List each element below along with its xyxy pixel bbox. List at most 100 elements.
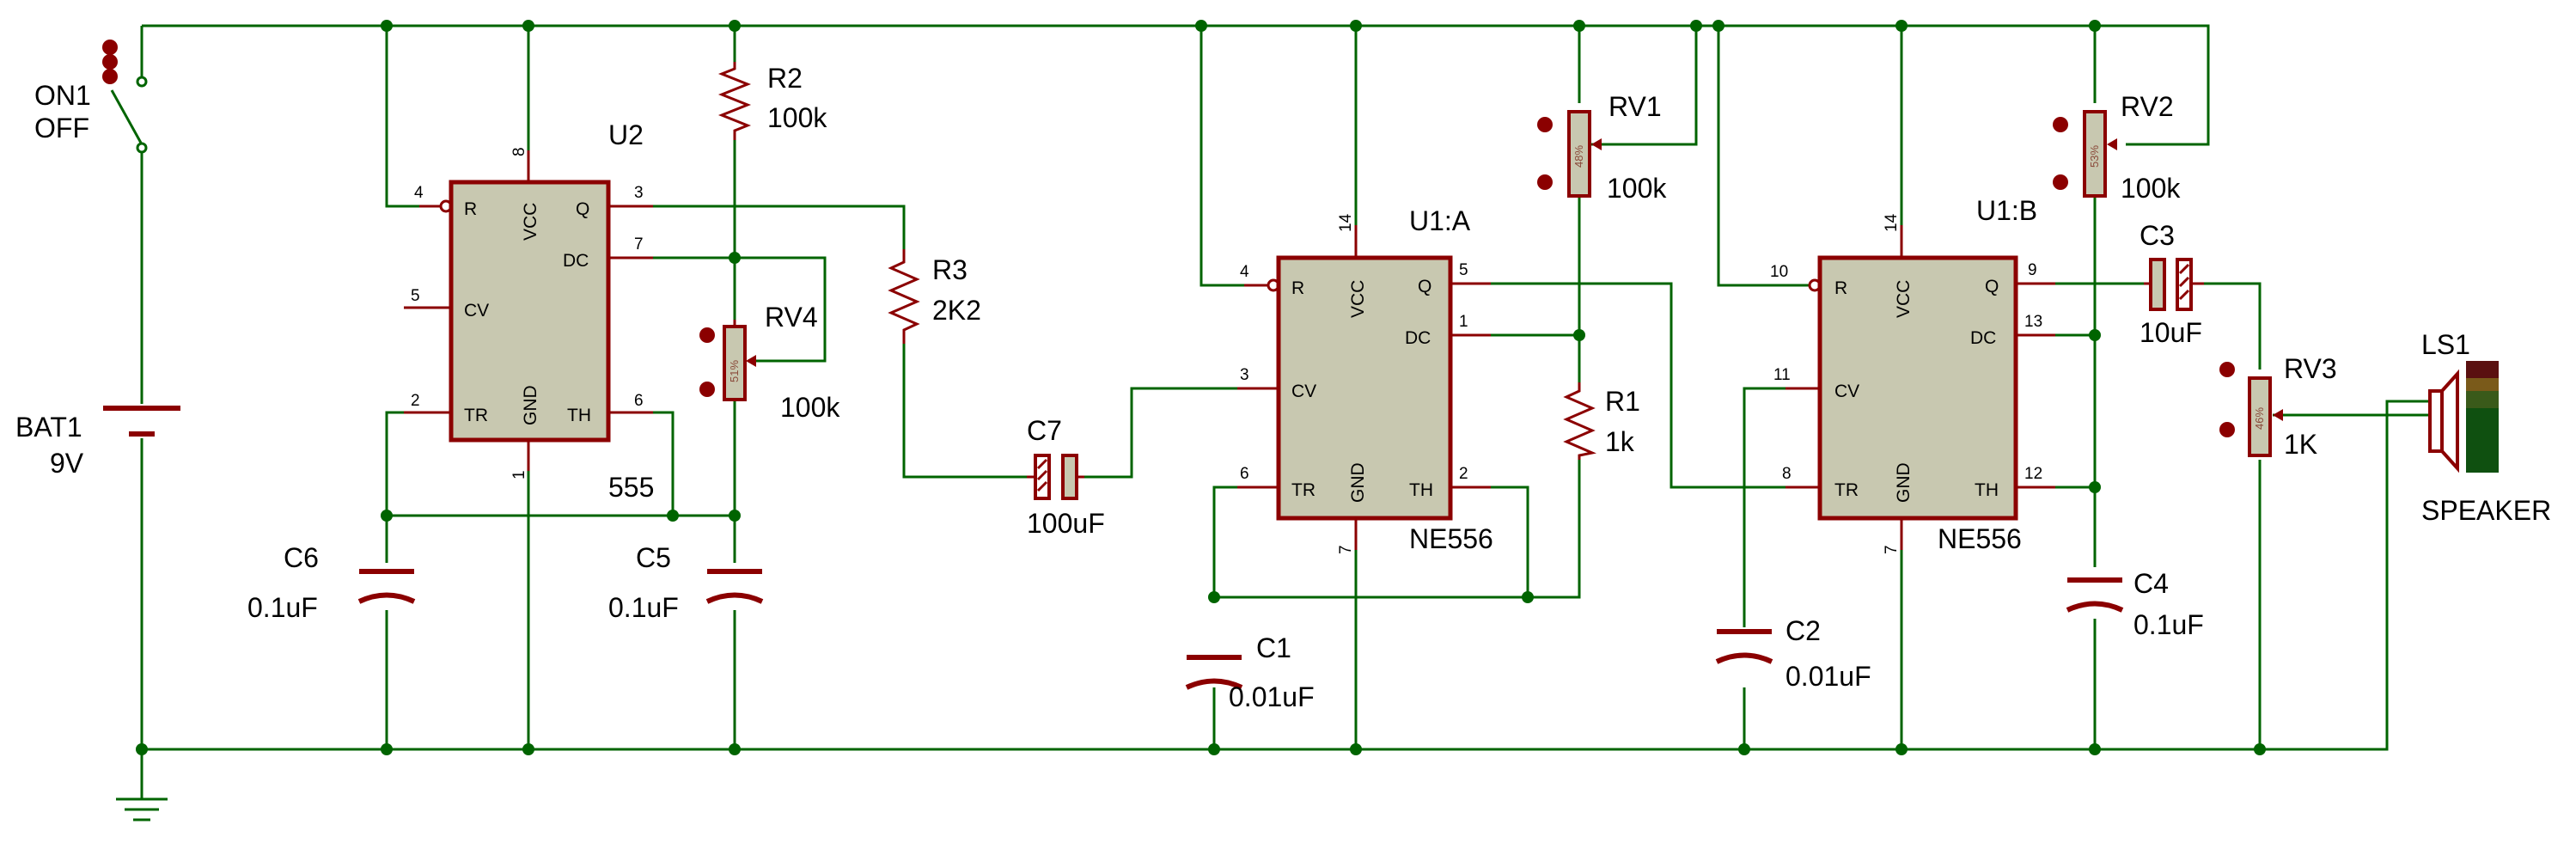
c1-name-label: C1 [1256, 632, 1291, 663]
svg-text:7: 7 [1337, 545, 1355, 554]
u1b-cv-wire [1743, 387, 1820, 627]
c2-name-label: C2 [1785, 615, 1821, 646]
svg-text:4: 4 [1240, 263, 1249, 281]
c7-value-label: 100uF [1027, 508, 1105, 539]
u1a-part-label: NE556 [1409, 523, 1493, 554]
capacitor-c6: C6 0.1uF [247, 542, 416, 623]
battery-value-label: 9V [50, 448, 84, 479]
resistor-r1: R1 1k [1563, 382, 1640, 460]
potentiometer-rv2: 53% RV2 100k [2053, 91, 2181, 204]
svg-text:Q: Q [1418, 277, 1431, 296]
svg-text:GND: GND [1348, 462, 1368, 503]
svg-text:4: 4 [414, 184, 424, 202]
capacitor-c4: C4 0.1uF [2066, 568, 2204, 640]
u2-pin-cv-label: CV [464, 301, 489, 321]
svg-text:2: 2 [411, 392, 420, 410]
c1-value-label: 0.01uF [1229, 681, 1315, 712]
rv4-value-label: 100k [780, 392, 840, 423]
svg-text:R: R [1291, 278, 1304, 298]
u1b-reset-wire [1717, 26, 1811, 287]
r1-name-label: R1 [1605, 386, 1640, 417]
svg-text:6: 6 [634, 392, 644, 410]
c3-name-label: C3 [2140, 220, 2175, 251]
svg-text:1: 1 [510, 470, 528, 479]
svg-text:9: 9 [2028, 261, 2037, 279]
c2-value-label: 0.01uF [1785, 661, 1871, 692]
u1a-name-label: U1:A [1409, 205, 1471, 236]
c4-value-label: 0.1uF [2133, 609, 2204, 640]
svg-text:14: 14 [1337, 213, 1355, 232]
svg-text:TR: TR [1291, 480, 1315, 500]
u2-reset-wire [385, 26, 419, 208]
u2-name-label: U2 [608, 119, 644, 150]
ground-symbol [116, 797, 168, 822]
rv2-value-label: 100k [2121, 173, 2181, 204]
rv3-value-label: 1K [2284, 429, 2317, 460]
rv1-value-label: 100k [1607, 173, 1667, 204]
u2-pin-q-label: Q [576, 199, 589, 219]
switch-name-label: ON1 [34, 80, 91, 111]
svg-text:5: 5 [1459, 261, 1468, 279]
svg-text:48%: 48% [1572, 145, 1585, 168]
capacitor-c7: C7 100uF [1027, 415, 1105, 539]
rv3-name-label: RV3 [2284, 353, 2337, 384]
u1a-tr-wire [1212, 486, 1279, 597]
r2-value-label: 100k [767, 102, 827, 133]
u2-tr-wire [385, 411, 451, 563]
capacitor-c5: C5 0.1uF [608, 542, 764, 623]
svg-text:14: 14 [1883, 213, 1901, 232]
c5-value-label: 0.1uF [608, 592, 679, 623]
r3-name-label: R3 [932, 254, 968, 285]
capacitor-c1: C1 0.01uF [1185, 632, 1315, 712]
battery-name-label: BAT1 [15, 412, 82, 443]
rv1-name-label: RV1 [1608, 91, 1662, 122]
u2-part-label: 555 [608, 472, 654, 503]
svg-text:TH: TH [1409, 480, 1433, 500]
ls1-name-label: LS1 [2421, 329, 2470, 360]
resistor-r2: R2 100k [717, 62, 827, 140]
svg-text:DC: DC [1405, 328, 1431, 348]
u2-pin-vcc-label: VCC [521, 203, 540, 241]
svg-text:VCC: VCC [1348, 280, 1368, 318]
r2-name-label: R2 [767, 63, 803, 94]
u1b-part-label: NE556 [1938, 523, 2022, 554]
svg-text:13: 13 [2024, 313, 2042, 331]
resistor-r3: R3 2K2 [888, 249, 981, 344]
rv2-name-label: RV2 [2121, 91, 2174, 122]
c6-name-label: C6 [284, 542, 319, 573]
u2-q-wire [608, 205, 906, 249]
r3-value-label: 2K2 [932, 295, 981, 326]
svg-text:2: 2 [1459, 465, 1468, 483]
battery-bat1: BAT1 9V [15, 406, 180, 479]
c6-value-label: 0.1uF [247, 592, 318, 623]
potentiometer-rv3: 46% RV3 1K [2219, 353, 2337, 460]
c4-name-label: C4 [2133, 568, 2169, 599]
u1a-reset-wire [1199, 26, 1244, 287]
u1b-name-label: U1:B [1976, 195, 2037, 226]
svg-text:TR: TR [1834, 480, 1859, 500]
svg-text:6: 6 [1240, 465, 1249, 483]
speaker-ls1: LS1 SPEAKER [2421, 329, 2551, 526]
svg-text:11: 11 [1773, 366, 1791, 384]
ic-u1b: R CV TR Q DC TH VCC GND 10 11 8 9 13 12 … [1770, 195, 2055, 554]
r3-c7-wire [902, 344, 1027, 479]
bottom-rail-wire [142, 400, 2457, 751]
svg-text:12: 12 [2024, 465, 2042, 483]
svg-text:5: 5 [411, 287, 420, 305]
junction-dots [136, 20, 2266, 755]
dc-rv4-wiper-wire [608, 256, 827, 363]
u2-pin-dc-label: DC [563, 251, 589, 271]
c1-r1-wire [1214, 460, 1581, 599]
c3-value-label: 10uF [2140, 317, 2202, 348]
svg-text:Q: Q [1985, 277, 1999, 296]
svg-text:10: 10 [1770, 263, 1788, 281]
ls1-value-label: SPEAKER [2421, 495, 2551, 526]
c5-name-label: C5 [636, 542, 671, 573]
svg-text:1: 1 [1459, 313, 1468, 331]
capacitor-c3: C3 10uF [2140, 220, 2204, 348]
c7-cv-wire [1084, 387, 1279, 479]
c7-name-label: C7 [1027, 415, 1062, 446]
rv4-name-label: RV4 [765, 302, 818, 333]
u2-pin-th-label: TH [567, 406, 591, 425]
